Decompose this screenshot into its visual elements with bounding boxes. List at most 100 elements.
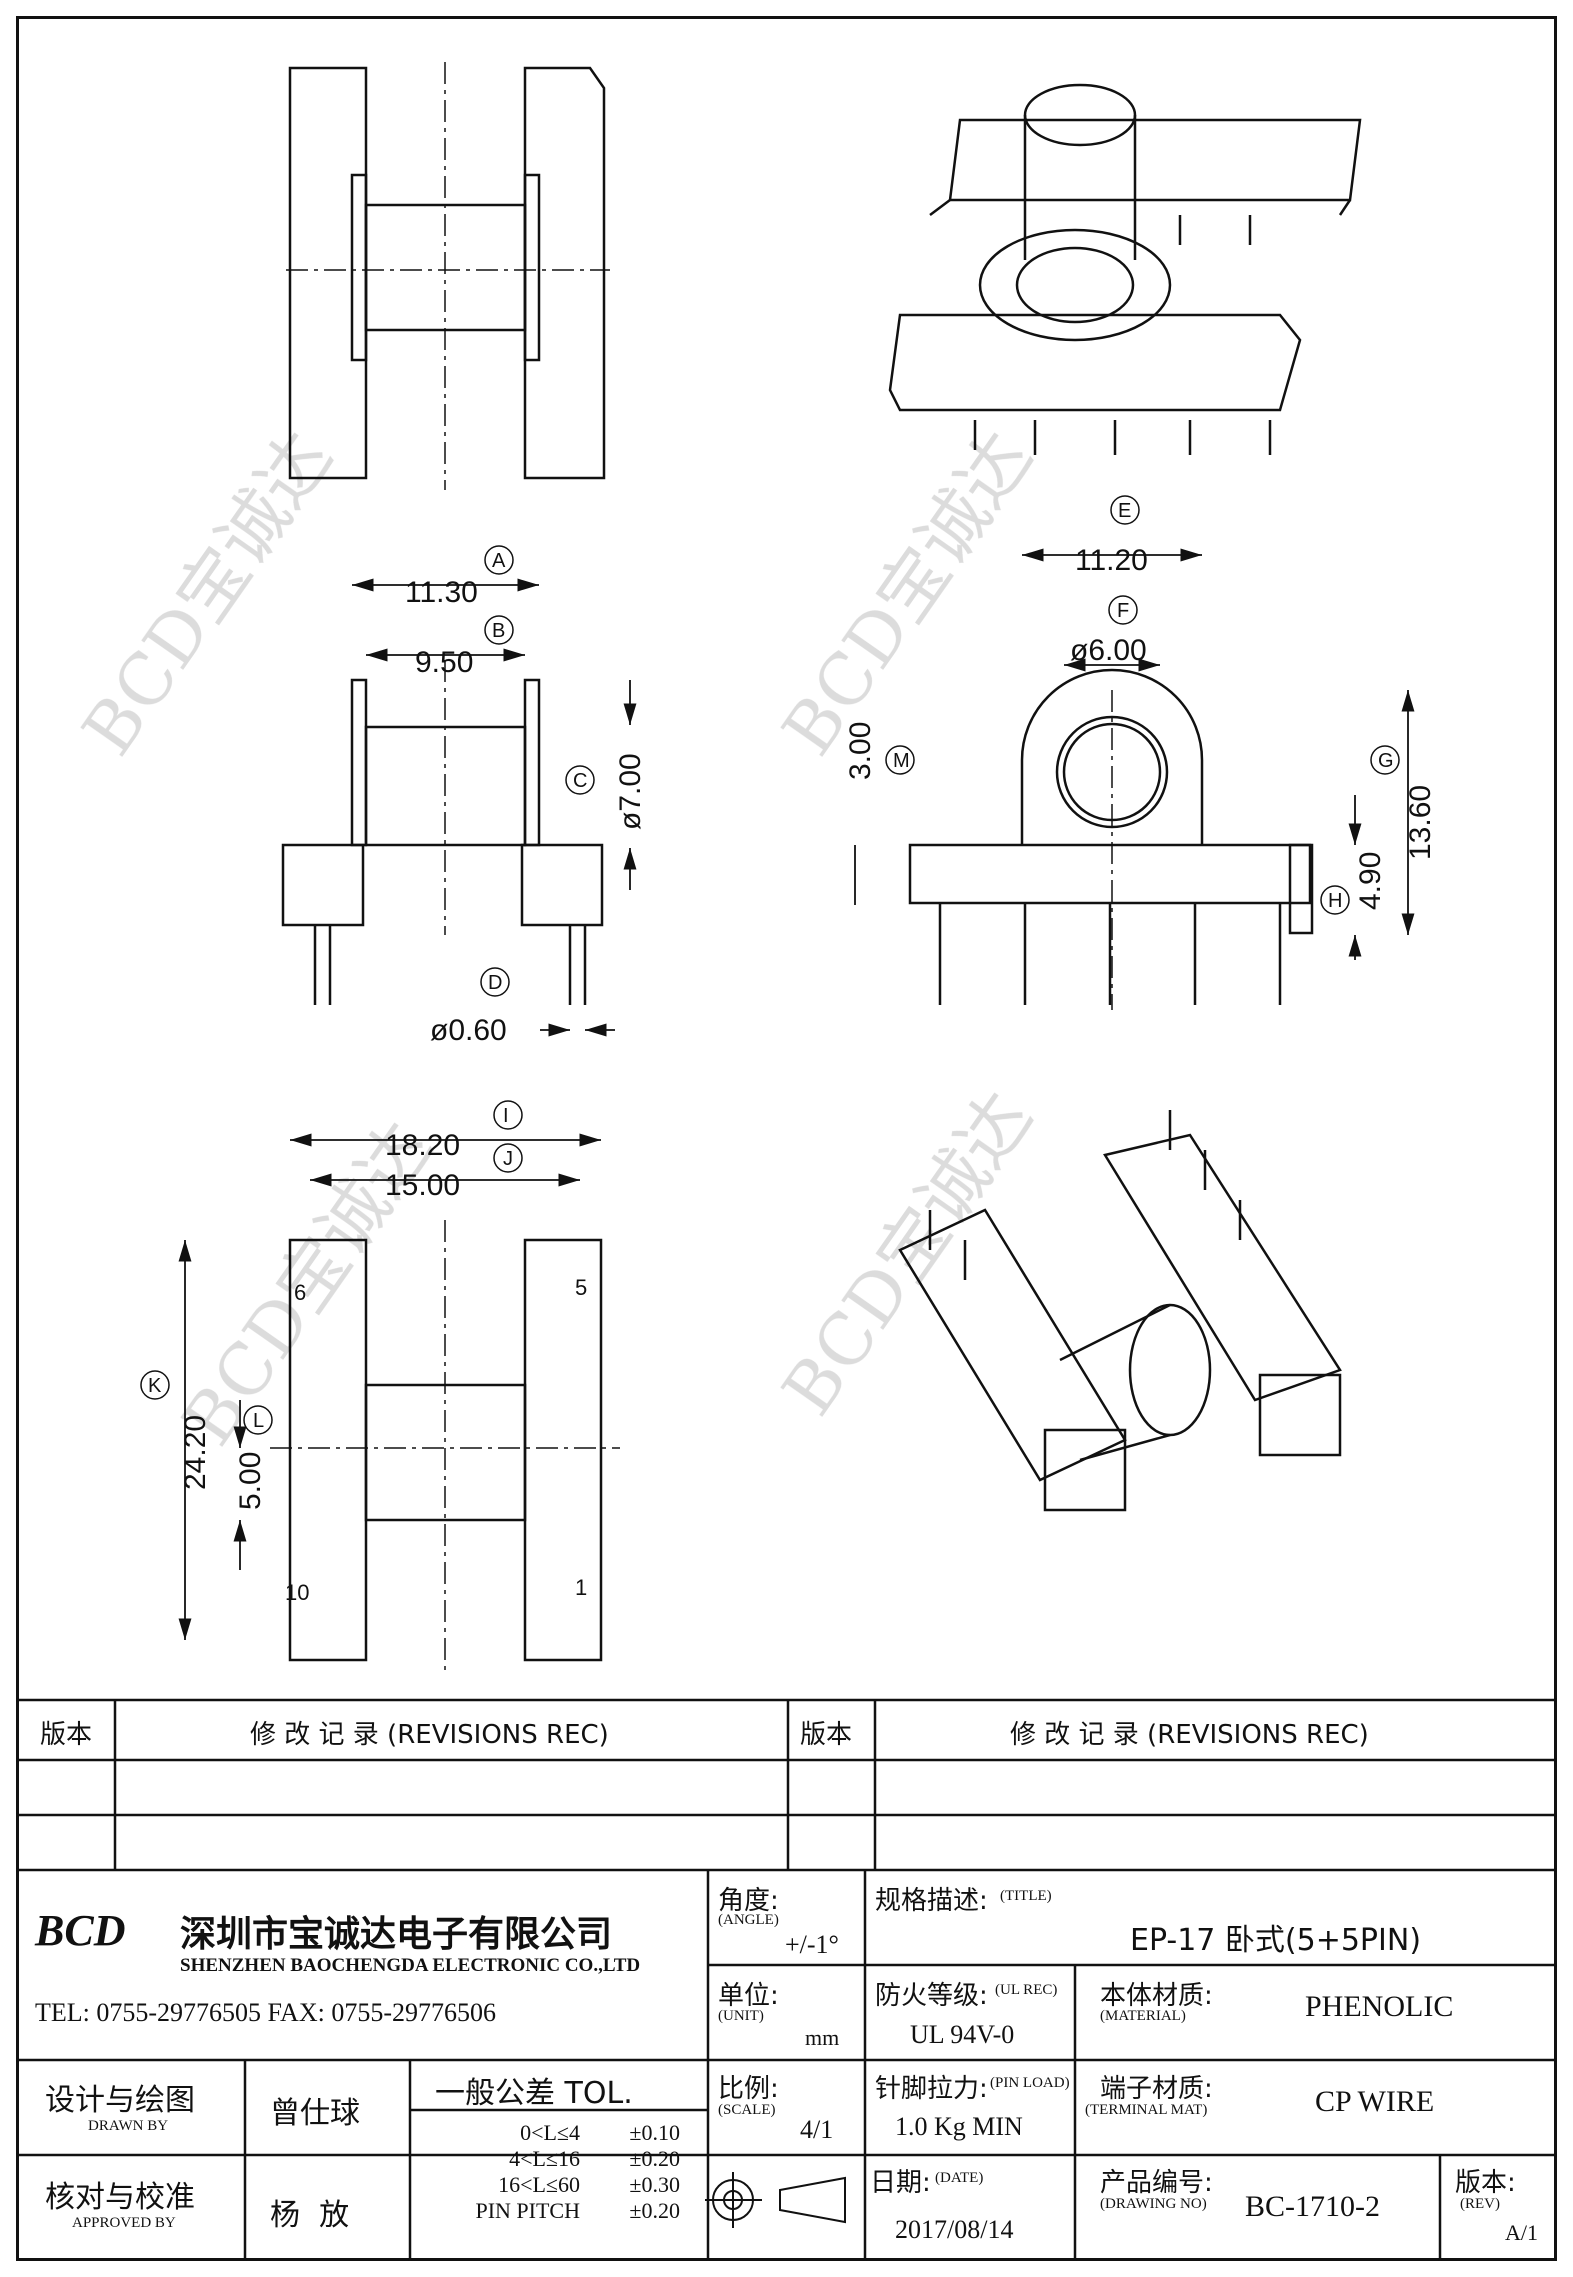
terminal-value: CP WIRE	[1315, 2085, 1435, 2118]
title-label: 规格描述:	[875, 1886, 988, 1916]
title-value: EP-17 卧式(5+5PIN)	[1130, 1923, 1422, 1958]
rev-col3-header: 版本	[800, 1720, 853, 1750]
drawn-en: DRAWN BY	[88, 2118, 169, 2134]
drawn-label: 设计与绘图	[45, 2083, 195, 2118]
drawing-value: BC-1710-2	[1245, 2190, 1380, 2223]
tolerance-row: 0<L≤4 ±0.10	[430, 2120, 680, 2146]
material-en: (MATERIAL)	[1100, 2008, 1186, 2024]
material-value: PHENOLIC	[1305, 1990, 1454, 2023]
date-label: 日期:	[870, 2168, 931, 2198]
tolerance-range: 16<L≤60	[498, 2172, 580, 2197]
dim-k-tag: K	[148, 1375, 162, 1397]
approved-label: 核对与校准	[45, 2180, 195, 2215]
dim-f-value: ø6.00	[1070, 634, 1147, 667]
drawn-name: 曾仕球	[270, 2096, 360, 2131]
terminal-en: (TERMINAL MAT)	[1085, 2102, 1208, 2118]
bottom-view	[270, 1220, 620, 1670]
dim-a-value: 11.30	[405, 576, 478, 609]
watermark-text-1: BCD宝诚达	[67, 418, 348, 770]
watermark: BCD宝诚达 BCD宝诚达 BCD宝诚达 BCD宝诚达	[67, 418, 1048, 1460]
scale-label: 比例:	[718, 2074, 779, 2104]
dim-m-value: 3.00	[844, 722, 877, 780]
tolerance-title: 一般公差 TOL.	[435, 2076, 633, 2111]
dim-c-value: ø7.00	[614, 753, 647, 830]
title-en: (TITLE)	[1000, 1888, 1052, 1904]
side-view	[281, 660, 604, 1005]
rev-col1-header: 版本	[40, 1720, 93, 1750]
pinload-value: 1.0 Kg MIN	[895, 2112, 1023, 2141]
scale-value: 4/1	[800, 2115, 834, 2144]
dim-j-tag: J	[503, 1148, 513, 1170]
drawing-en: (DRAWING NO)	[1100, 2196, 1207, 2212]
pin-1-label: 1	[575, 1575, 587, 1600]
watermark-text-3: BCD宝诚达	[767, 1078, 1048, 1430]
tolerance-row: PIN PITCH ±0.20	[430, 2198, 680, 2224]
tolerance-value: ±0.10	[629, 2120, 680, 2145]
dim-i-value: 18.20	[385, 1129, 460, 1162]
company-logo: BCD	[35, 1906, 126, 1955]
dim-h-tag: H	[1328, 890, 1342, 912]
dim-d-value: ø0.60	[430, 1014, 507, 1047]
tolerance-range: PIN PITCH	[475, 2198, 580, 2223]
dim-l-value: 5.00	[234, 1452, 267, 1510]
front-view	[908, 668, 1314, 1010]
isometric-view-bottom	[898, 1110, 1342, 1512]
approved-name: 杨 放	[270, 2198, 350, 2233]
dim-g-tag: G	[1378, 750, 1394, 772]
approved-en: APPROVED BY	[72, 2215, 176, 2231]
projection-symbol-icon	[705, 2172, 846, 2228]
scale-en: (SCALE)	[718, 2102, 776, 2118]
dim-b-tag: B	[492, 620, 505, 642]
dim-c-tag: C	[573, 770, 587, 792]
dim-j-value: 15.00	[385, 1169, 460, 1202]
dim-e-value: 11.20	[1075, 544, 1148, 577]
tolerance-range: 0<L≤4	[520, 2120, 580, 2145]
tolerance-row: 4<L≤16 ±0.20	[430, 2146, 680, 2172]
tolerance-row: 16<L≤60 ±0.30	[430, 2172, 680, 2198]
pinload-label: 针脚拉力:	[875, 2074, 988, 2104]
tolerance-range: 4<L≤16	[509, 2146, 580, 2171]
dim-k-value: 24.20	[179, 1415, 212, 1490]
angle-label: 角度:	[718, 1886, 779, 1916]
title-block-grid	[16, 1698, 1557, 2261]
top-view	[286, 62, 610, 490]
dim-l-tag: L	[253, 1410, 264, 1432]
ul-label: 防火等级:	[875, 1981, 988, 2011]
dim-i-tag: I	[503, 1105, 509, 1127]
drawing-label: 产品编号:	[1100, 2168, 1213, 2198]
terminal-label: 端子材质:	[1100, 2074, 1213, 2104]
dim-a-tag: A	[492, 550, 506, 572]
unit-label: 单位:	[718, 1981, 779, 2011]
tolerance-value: ±0.20	[629, 2146, 680, 2171]
rev-col2-header: 修 改 记 录 (REVISIONS REC)	[250, 1720, 609, 1750]
rev-value: A/1	[1505, 2220, 1538, 2245]
angle-value: +/-1°	[785, 1930, 839, 1959]
dim-h-value: 4.90	[1354, 852, 1387, 910]
watermark-text-2: BCD宝诚达	[767, 418, 1048, 770]
pin-5-label: 5	[575, 1275, 587, 1300]
tolerance-value: ±0.20	[629, 2198, 680, 2223]
dimension-labels: 11.30 9.50 ø7.00 ø0.60 11.20 ø6.00 13.60…	[140, 495, 1437, 1605]
tolerance-value: ±0.30	[629, 2172, 680, 2197]
isometric-view-top	[888, 83, 1362, 455]
tolerance-table: 0<L≤4 ±0.10 4<L≤16 ±0.20 16<L≤60 ±0.30 PIN …	[430, 2120, 680, 2224]
angle-en: (ANGLE)	[718, 1912, 779, 1928]
pinload-en: (PIN LOAD)	[990, 2075, 1070, 2091]
company-name-en: SHENZHEN BAOCHENGDA ELECTRONIC CO.,LTD	[180, 1955, 641, 1976]
pin-6-label: 6	[294, 1280, 306, 1305]
pin-10-label: 10	[285, 1580, 309, 1605]
material-label: 本体材质:	[1100, 1981, 1213, 2011]
company-name-cn: 深圳市宝诚达电子有限公司	[180, 1914, 613, 1955]
ul-value: UL 94V-0	[910, 2020, 1015, 2049]
date-value: 2017/08/14	[895, 2215, 1014, 2244]
rev-en: (REV)	[1460, 2196, 1500, 2212]
unit-en: (UNIT)	[718, 2008, 764, 2024]
company-tel-fax: TEL: 0755-29776505 FAX: 0755-29776506	[35, 1998, 496, 2027]
date-en: (DATE)	[935, 2170, 984, 2186]
dim-d-tag: D	[488, 972, 502, 994]
rev-label: 版本:	[1455, 2168, 1516, 2198]
dim-e-tag: E	[1118, 500, 1131, 522]
dim-b-value: 9.50	[415, 646, 473, 679]
dim-m-tag: M	[893, 750, 910, 772]
